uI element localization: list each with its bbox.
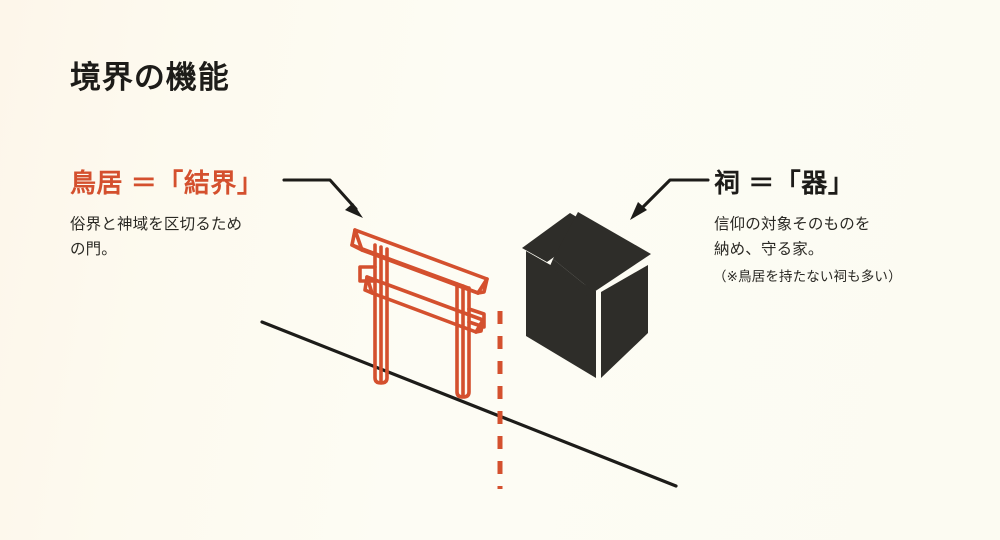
hokora-right-wall	[601, 265, 648, 378]
arrow-to-hokora-head	[630, 202, 647, 220]
torii-right-bracket	[467, 307, 486, 329]
torii-left-bracket	[358, 265, 377, 283]
hokora-description: 信仰の対象そのものを 納め、守る家。	[714, 216, 871, 259]
torii-left-pillar	[373, 243, 389, 385]
hokora-note: （※鳥居を持たない祠も多い）	[713, 269, 902, 284]
arrow-to-torii	[282, 178, 363, 218]
torii-right-pillar	[455, 282, 471, 399]
torii-gate-illustration	[350, 228, 489, 399]
page-title: 境界の機能	[70, 60, 230, 95]
torii-description: 俗界と神域を区切るため の門。	[70, 216, 243, 259]
hokora-heading: 祠 ＝「器」	[714, 168, 855, 198]
arrow-to-hokora	[630, 178, 710, 220]
hokora-right-roof	[553, 212, 651, 292]
torii-heading: 鳥居 ＝「結界」	[70, 168, 264, 198]
arrow-to-torii-head	[345, 203, 363, 218]
hokora-roof-eave	[550, 259, 594, 300]
torii-kasagi-end	[476, 277, 489, 295]
hokora-shrine-illustration	[522, 212, 651, 378]
ground-slope-line	[260, 320, 678, 488]
